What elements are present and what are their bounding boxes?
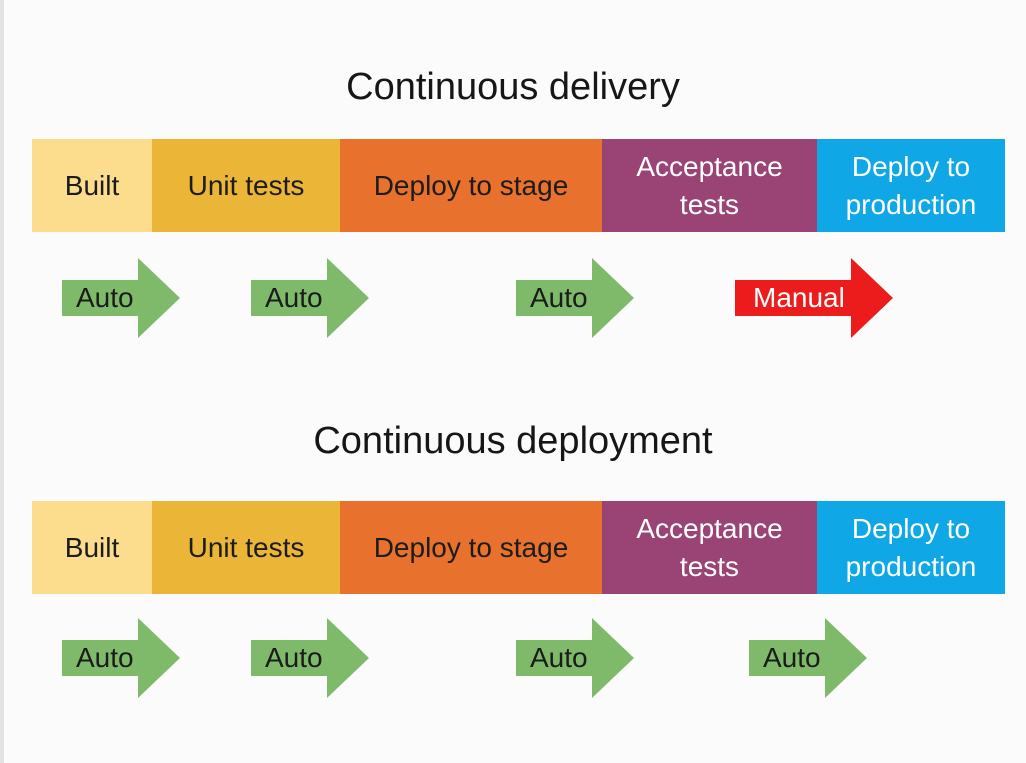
delivery-arrow-acceptance-manual: Manual <box>735 258 895 338</box>
arrow-label: Auto <box>530 642 588 673</box>
arrow-label: Auto <box>265 642 323 673</box>
deployment-arrow-built-auto: Auto <box>62 618 182 698</box>
arrow-right-icon <box>516 258 634 338</box>
arrow-right-icon <box>62 258 180 338</box>
arrow-right-icon <box>735 258 893 338</box>
delivery-pipeline: Built Unit tests Deploy to stage Accepta… <box>32 139 1005 232</box>
delivery-arrow-built-auto: Auto <box>62 258 182 338</box>
arrow-label: Auto <box>265 282 323 313</box>
stage-unit-tests: Unit tests <box>152 139 340 232</box>
deployment-arrow-unit-auto: Auto <box>251 618 371 698</box>
arrow-right-icon <box>62 618 180 698</box>
arrow-right-icon <box>749 618 867 698</box>
stage-acceptance-tests: Acceptance tests <box>602 501 817 594</box>
arrow-label: Auto <box>763 642 821 673</box>
stage-built: Built <box>32 501 152 594</box>
stage-deploy-to-stage: Deploy to stage <box>340 139 602 232</box>
deployment-arrow-stage-auto: Auto <box>516 618 636 698</box>
deployment-pipeline: Built Unit tests Deploy to stage Accepta… <box>32 501 1005 594</box>
left-edge-divider <box>0 0 4 763</box>
delivery-arrow-stage-auto: Auto <box>516 258 636 338</box>
arrow-right-icon <box>251 258 369 338</box>
arrow-label: Manual <box>753 282 845 313</box>
arrow-right-icon <box>516 618 634 698</box>
arrow-label: Auto <box>76 642 134 673</box>
deployment-arrow-acceptance-auto: Auto <box>749 618 869 698</box>
continuous-delivery-title: Continuous delivery <box>346 66 680 108</box>
stage-deploy-to-production: Deploy to production <box>817 501 1005 594</box>
delivery-arrow-unit-auto: Auto <box>251 258 371 338</box>
stage-deploy-to-production: Deploy to production <box>817 139 1005 232</box>
stage-built: Built <box>32 139 152 232</box>
stage-acceptance-tests: Acceptance tests <box>602 139 817 232</box>
stage-unit-tests: Unit tests <box>152 501 340 594</box>
continuous-deployment-title: Continuous deployment <box>313 420 713 462</box>
arrow-label: Auto <box>530 282 588 313</box>
arrow-label: Auto <box>76 282 134 313</box>
stage-deploy-to-stage: Deploy to stage <box>340 501 602 594</box>
arrow-right-icon <box>251 618 369 698</box>
